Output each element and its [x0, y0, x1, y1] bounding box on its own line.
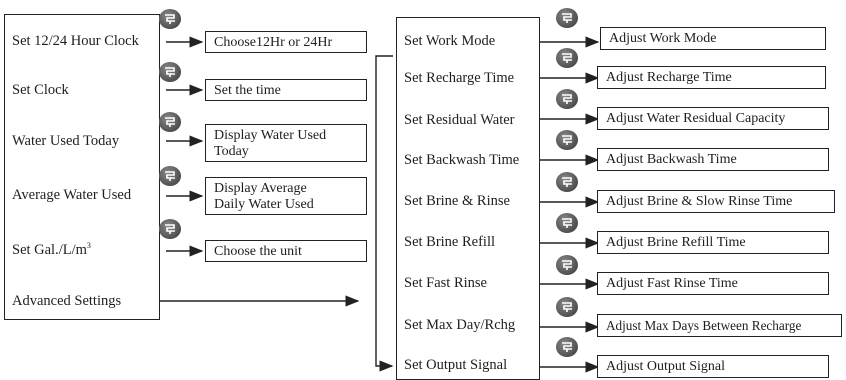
result-set-time: Set the time [205, 79, 367, 101]
menu-key-icon[interactable] [556, 130, 578, 150]
adv-item-brine-rinse[interactable]: Set Brine & Rinse [404, 193, 510, 209]
menu-key-icon[interactable] [556, 48, 578, 68]
menu-item-set-clock[interactable]: Set Clock [12, 82, 69, 98]
result-adjust-residual-capacity: Adjust Water Residual Capacity [597, 107, 829, 130]
adv-item-backwash-time[interactable]: Set Backwash Time [404, 152, 520, 168]
menu-key-icon[interactable] [159, 112, 181, 132]
result-adjust-recharge-time: Adjust Recharge Time [597, 66, 826, 89]
menu-key-icon[interactable] [556, 172, 578, 192]
result-adjust-brine-refill: Adjust Brine Refill Time [597, 231, 829, 254]
adv-item-fast-rinse[interactable]: Set Fast Rinse [404, 275, 487, 291]
adv-item-residual-water[interactable]: Set Residual Water [404, 112, 515, 128]
menu-key-icon[interactable] [159, 62, 181, 82]
menu-item-advanced-settings[interactable]: Advanced Settings [12, 293, 122, 309]
result-adjust-backwash-time: Adjust Backwash Time [597, 148, 829, 171]
menu-key-icon[interactable] [556, 297, 578, 317]
menu-key-icon[interactable] [556, 255, 578, 275]
main-menu-box [4, 14, 160, 320]
menu-item-set-clock-format[interactable]: Set 12/24 Hour Clock [12, 33, 139, 49]
adv-item-output-signal[interactable]: Set Output Signal [404, 357, 508, 373]
advanced-menu-box [396, 17, 540, 380]
adv-item-recharge-time[interactable]: Set Recharge Time [404, 70, 515, 86]
menu-key-icon[interactable] [159, 219, 181, 239]
adv-item-brine-refill[interactable]: Set Brine Refill [404, 234, 496, 250]
menu-key-icon[interactable] [556, 213, 578, 233]
menu-key-icon[interactable] [556, 8, 578, 28]
menu-item-set-units[interactable]: Set Gal./L/m3 [12, 242, 91, 259]
result-choose-clock-format: Choose12Hr or 24Hr [205, 31, 367, 53]
set-units-superscript: 3 [86, 241, 91, 251]
result-adjust-fast-rinse: Adjust Fast Rinse Time [597, 272, 829, 295]
menu-key-icon[interactable] [556, 89, 578, 109]
menu-item-average-water-used[interactable]: Average Water Used [12, 187, 132, 203]
menu-key-icon[interactable] [159, 166, 181, 186]
menu-key-icon[interactable] [159, 9, 181, 29]
set-units-label: Set Gal./L/m [12, 242, 87, 258]
result-adjust-output-signal: Adjust Output Signal [597, 355, 829, 378]
result-adjust-max-days: Adjust Max Days Between Recharge [597, 314, 842, 337]
result-adjust-brine-slow-rinse: Adjust Brine & Slow Rinse Time [597, 190, 835, 213]
menu-item-water-used-today[interactable]: Water Used Today [12, 133, 120, 149]
result-choose-unit: Choose the unit [205, 240, 367, 262]
adv-item-max-day[interactable]: Set Max Day/Rchg [404, 317, 516, 333]
result-adjust-work-mode: Adjust Work Mode [600, 27, 826, 50]
adv-item-work-mode[interactable]: Set Work Mode [404, 33, 496, 49]
menu-key-icon[interactable] [556, 337, 578, 357]
